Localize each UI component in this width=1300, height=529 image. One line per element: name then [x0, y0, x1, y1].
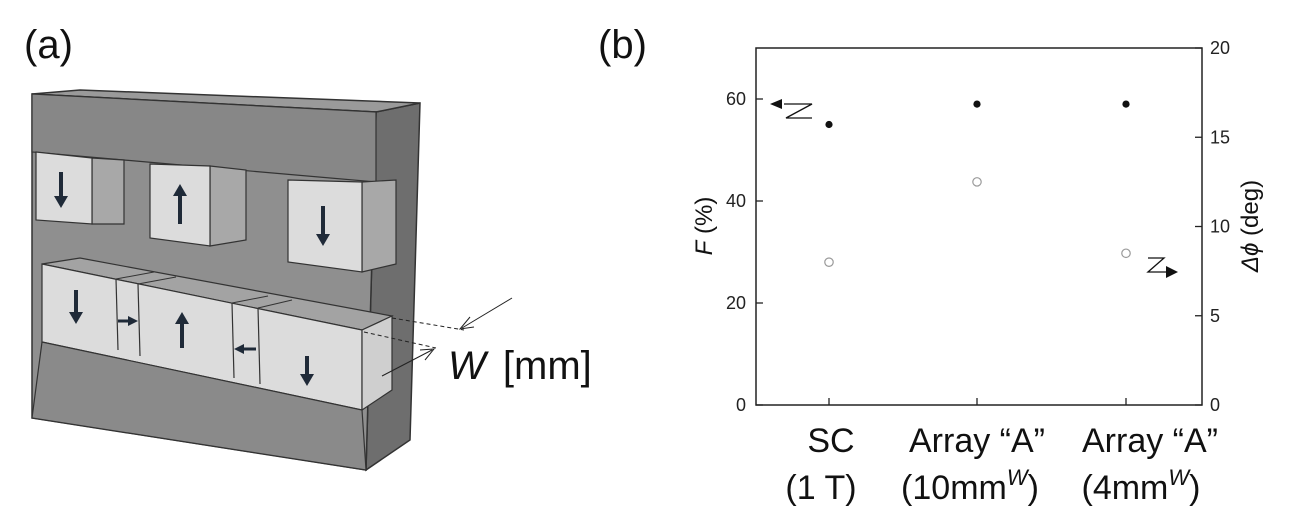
left-tick-label: 60 [726, 89, 746, 109]
right-axis-ticks: 0 5 10 15 20 [1195, 38, 1230, 415]
left-tick-label: 20 [726, 293, 746, 313]
upper-magnet-3-side [361, 179, 397, 273]
y-axis-right-symbol: Δϕ [1237, 243, 1264, 273]
magnet-diagram: W [mm] [31, 89, 592, 472]
y-axis-left-title: F (%) [691, 197, 718, 256]
upper-magnet-2-side [209, 165, 247, 247]
upper-magnet-1-side [91, 157, 125, 225]
chart: 0 20 40 60 0 5 10 15 20 F (%) Δϕ (deg) SC Array… [691, 38, 1264, 507]
w-dimension-label: W [mm] [448, 344, 592, 388]
arrow-down-icon [54, 172, 68, 208]
arrow-down-icon [69, 290, 83, 324]
dimension-arrowhead [419, 348, 436, 361]
sublabel-end: ) [1028, 469, 1039, 507]
y-axis-right-title: Δϕ (deg) [1237, 180, 1264, 273]
data-points [824, 100, 1131, 267]
dimension-arrowhead [458, 316, 475, 330]
right-tick-label: 20 [1210, 38, 1230, 58]
arrow-right-icon [1166, 266, 1178, 278]
arrow-up-icon [175, 312, 189, 348]
category-sublabel-2: (10mmW) [901, 465, 1039, 507]
left-axis-indicator [770, 99, 813, 119]
right-tick-label: 0 [1210, 395, 1220, 415]
panel-a-label: (a) [24, 23, 73, 67]
segment-divider-top [115, 271, 155, 280]
panel-b-label: (b) [598, 23, 647, 67]
dimension-dashed-line [363, 331, 437, 349]
segment-divider [137, 283, 141, 357]
category-sublabel-1: (1 T) [785, 469, 856, 507]
right-axis-indicator [1146, 257, 1178, 278]
right-tick-label: 15 [1210, 127, 1230, 147]
category-label-3: Array “A” [1082, 422, 1218, 460]
w-symbol: W [448, 344, 489, 388]
sublabel-main: (10mm [901, 469, 1007, 507]
right-tick-label: 5 [1210, 306, 1220, 326]
arrow-down-icon [300, 356, 314, 386]
data-point-open [972, 177, 982, 187]
lower-array-side [361, 315, 393, 412]
width-indicator [363, 297, 513, 377]
sublabel-main: (4mm [1082, 469, 1169, 507]
arrow-down-icon [316, 206, 330, 246]
left-tick-label: 40 [726, 191, 746, 211]
upper-magnet-1-front [35, 151, 93, 225]
w-unit: [mm] [503, 344, 592, 388]
arrow-right-icon [118, 316, 138, 326]
y-axis-left-unit: (%) [691, 197, 718, 241]
right-tick-label: 10 [1210, 217, 1230, 237]
segment-divider [115, 278, 119, 351]
data-point-filled [825, 120, 833, 129]
x-axis-ticks [828, 398, 1127, 405]
arrow-up-icon [173, 184, 187, 224]
dimension-arrow-line [381, 349, 433, 377]
arrow-left-icon [770, 99, 782, 109]
category-label-2: Array “A” [909, 422, 1045, 460]
segment-divider-top [231, 295, 269, 304]
segment-divider-top [257, 299, 293, 309]
dimension-dashed-line [391, 317, 465, 331]
sublabel-end: ) [1189, 469, 1200, 507]
dimension-arrow-line [461, 297, 513, 329]
sublabel-main: (1 T) [785, 469, 856, 507]
y-axis-right-unit: (deg) [1237, 180, 1264, 243]
data-point-filled [1122, 100, 1130, 108]
sublabel-sup: W [1168, 465, 1191, 490]
arrow-left-icon [234, 344, 256, 354]
segment-divider [257, 307, 261, 385]
category-sublabel-3: (4mmW) [1082, 465, 1201, 507]
y-axis-left-symbol: F [691, 239, 718, 255]
lower-band [31, 341, 367, 471]
category-labels: SC Array “A” Array “A” (1 T) (10mmW) (4m… [785, 422, 1218, 507]
data-point-open [824, 257, 834, 267]
left-tick-label: 0 [736, 395, 746, 415]
left-axis-ticks: 0 20 40 60 [726, 89, 763, 415]
data-point-filled [973, 100, 981, 108]
sublabel-sup: W [1007, 465, 1030, 490]
category-label-1: SC [807, 422, 854, 460]
data-point-open [1121, 248, 1131, 259]
segment-divider [231, 302, 235, 379]
segment-divider-top [137, 276, 177, 285]
